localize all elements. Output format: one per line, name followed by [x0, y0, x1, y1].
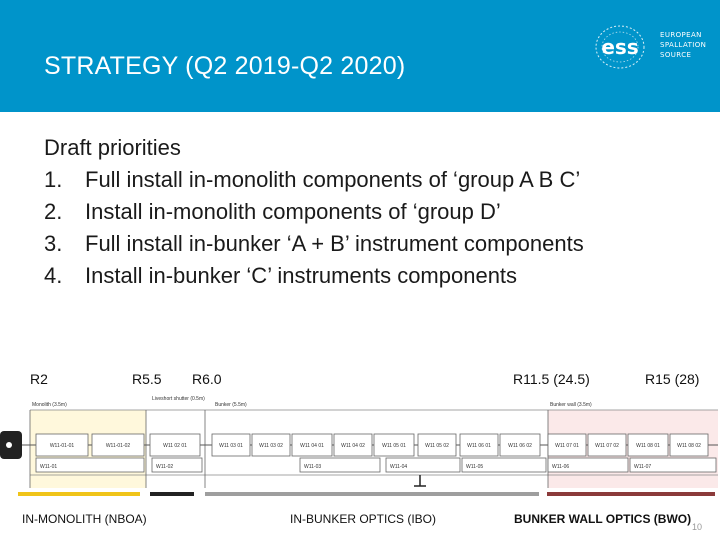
optics-module-label: W11 07 02 [595, 443, 619, 449]
optics-module [91, 433, 145, 457]
wall-bar [547, 492, 715, 496]
optics-module-label: W11 06 02 [508, 443, 532, 449]
optics-module [547, 433, 587, 457]
ess-logo-text: EUROPEAN SPALLATION SOURCE [660, 31, 707, 59]
monolith-region-label: Monolith (3.5m) [32, 402, 67, 408]
optics-module [669, 433, 709, 457]
slide-title: STRATEGY (Q2 2019-Q2 2020) [44, 52, 406, 80]
priorities-list: Draft priorities 1. Full install in-mono… [44, 132, 584, 292]
ess-logo: ess EUROPEAN SPALLATION SOURCE [592, 18, 712, 80]
section-label-wall: BUNKER WALL OPTICS (BWO) [514, 512, 692, 526]
optics-module-label: W11 05 02 [425, 443, 449, 449]
shutter-region-label: Liveshort shutter (0.5m) [152, 396, 205, 402]
shutter-bar [150, 492, 194, 496]
assembly-module-label: W11-02 [156, 464, 173, 470]
monolith-bar [18, 492, 140, 496]
marker-r5-5: R5.5 [132, 371, 162, 387]
marker-r15: R15 (28) [645, 371, 700, 387]
beamline-diagram: Monolith (3.5m) Liveshort shutter (0.5m)… [0, 396, 718, 488]
optics-module-label: W11-01-01 [50, 443, 75, 449]
optics-module [373, 433, 415, 457]
marker-r6-0: R6.0 [192, 371, 222, 387]
optics-module [251, 433, 291, 457]
assembly-module-label: W11-04 [390, 464, 407, 470]
page-number: 10 [691, 522, 702, 532]
priorities-heading: Draft priorities [44, 135, 181, 160]
bunker-region-label: Bunker (5.5m) [215, 402, 247, 408]
assembly-module-label: W11-03 [304, 464, 321, 470]
optics-module-label: W11 08 02 [677, 443, 701, 449]
optics-module [499, 433, 541, 457]
list-item: 4. Install in-bunker ‘C’ instruments com… [44, 263, 518, 288]
optics-module [333, 433, 373, 457]
assembly-module [461, 457, 547, 473]
assembly-module-label: W11-01 [40, 464, 57, 470]
optics-module-label: W11 06 01 [467, 443, 491, 449]
marker-r11-5: R11.5 (24.5) [513, 371, 590, 387]
optics-module-label: W11 04 02 [341, 443, 365, 449]
svg-text:ess: ess [601, 35, 638, 59]
optics-module-label: W11 04 01 [300, 443, 324, 449]
optics-module [587, 433, 627, 457]
list-item: 2. Install in-monolith components of ‘gr… [44, 199, 501, 224]
assembly-module-label: W11-05 [466, 464, 483, 470]
optics-module-label: W11 02 01 [163, 443, 187, 449]
optics-module [149, 433, 201, 457]
optics-module [35, 433, 89, 457]
ess-logo-icon: ess [595, 25, 645, 69]
optics-module [291, 433, 333, 457]
header-bar: STRATEGY (Q2 2019-Q2 2020) ess EUROPEAN … [0, 0, 720, 112]
assembly-module [299, 457, 381, 473]
marker-r2: R2 [30, 371, 48, 387]
assembly-module [385, 457, 461, 473]
optics-module-label: W11 03 02 [259, 443, 283, 449]
section-label-bunker: IN-BUNKER OPTICS (IBO) [290, 512, 437, 526]
optics-module-label: W11 08 01 [636, 443, 660, 449]
assembly-module [547, 457, 629, 473]
assembly-module-label: W11-06 [552, 464, 569, 470]
bunker-bar [205, 492, 539, 496]
list-item: 3. Full install in-bunker ‘A + B’ instru… [44, 231, 584, 256]
wall-region-label: Bunker wall (3.5m) [550, 402, 592, 408]
optics-module [627, 433, 669, 457]
section-label-monolith: IN-MONOLITH (NBOA) [22, 512, 147, 526]
optics-module [211, 433, 251, 457]
optics-module [459, 433, 499, 457]
list-item: 1. Full install in-monolith components o… [44, 167, 581, 192]
optics-module [417, 433, 457, 457]
assembly-module [35, 457, 145, 473]
assembly-module-label: W11-07 [634, 464, 651, 470]
optics-module-label: W11-01-02 [106, 443, 131, 449]
optics-module-label: W11 03 01 [219, 443, 243, 449]
assembly-module [629, 457, 717, 473]
optics-module-label: W11 07 01 [555, 443, 579, 449]
optics-module-label: W11 05 01 [382, 443, 406, 449]
assembly-module [151, 457, 203, 473]
